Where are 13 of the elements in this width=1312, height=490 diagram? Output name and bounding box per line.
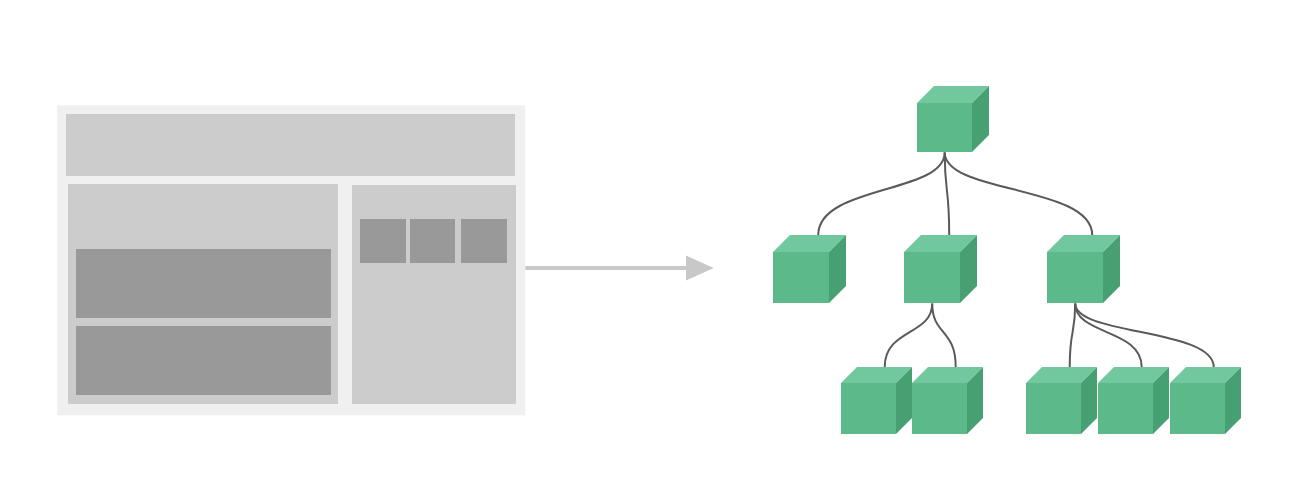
- connector-line: [943, 151, 1094, 236]
- page-layout-drawing: [57, 105, 526, 416]
- connector-line: [931, 302, 957, 368]
- cube: [904, 235, 977, 303]
- cube: [773, 235, 846, 303]
- cube: [917, 86, 989, 152]
- cube: [1047, 235, 1120, 303]
- connector-line: [1074, 302, 1215, 368]
- cube: [1026, 367, 1097, 434]
- cube: [1098, 367, 1169, 434]
- cube: [1170, 367, 1241, 434]
- cube: [841, 367, 912, 434]
- cube: [912, 367, 983, 434]
